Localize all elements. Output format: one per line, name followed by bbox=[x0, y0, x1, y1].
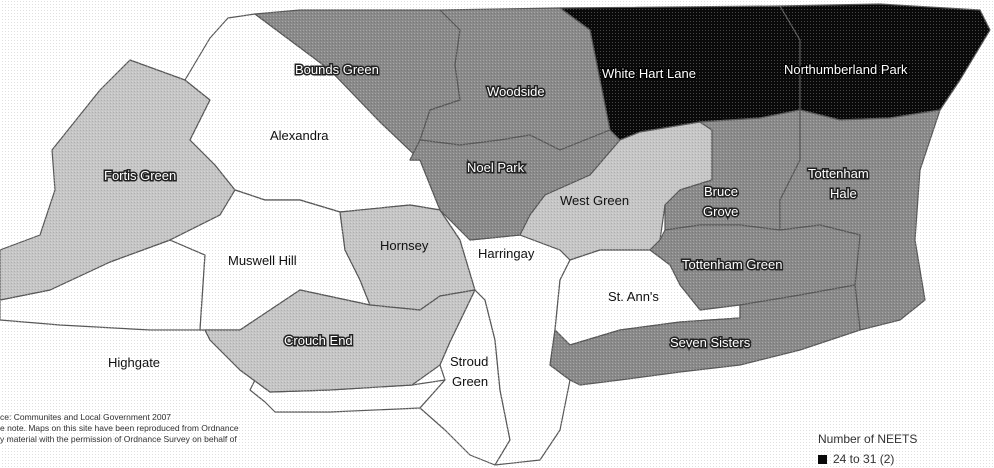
label-bruce: Bruce bbox=[704, 184, 738, 199]
label-west-green: West Green bbox=[560, 193, 629, 208]
source-note: ce: Communites and Local Government 2007… bbox=[0, 412, 360, 445]
label-white-hart-lane: White Hart Lane bbox=[602, 66, 696, 81]
legend: Number of NEETS 24 to 31 (2) bbox=[818, 432, 917, 466]
legend-title: Number of NEETS bbox=[818, 432, 918, 446]
label-fortis-green: Fortis Green bbox=[104, 168, 176, 183]
label-noel-park: Noel Park bbox=[467, 160, 525, 175]
label-bounds-green: Bounds Green bbox=[295, 62, 379, 77]
label-hale: Hale bbox=[830, 186, 857, 201]
label-harringay: Harringay bbox=[478, 246, 535, 261]
label-highgate: Highgate bbox=[108, 355, 160, 370]
label-northumberland-park: Northumberland Park bbox=[784, 62, 908, 77]
label-woodside: Woodside bbox=[487, 84, 545, 99]
label-alexandra: Alexandra bbox=[270, 128, 329, 143]
label-tottenham: Tottenham bbox=[808, 166, 869, 181]
label-grove: Grove bbox=[703, 204, 738, 219]
label-green: Green bbox=[452, 374, 488, 389]
label-seven-sisters: Seven Sisters bbox=[670, 335, 751, 350]
label-crouch-end: Crouch End bbox=[284, 333, 353, 348]
legend-item: 24 to 31 (2) bbox=[818, 452, 917, 466]
label-stroud: Stroud bbox=[450, 354, 488, 369]
label-muswell-hill: Muswell Hill bbox=[228, 253, 297, 268]
source-line-3: y material with the permission of Ordnan… bbox=[0, 434, 237, 444]
label-tottenham-green: Tottenham Green bbox=[682, 257, 782, 272]
source-line-2: e note. Maps on this site have been repr… bbox=[0, 423, 239, 433]
legend-swatch bbox=[818, 454, 827, 464]
legend-item-label: 24 to 31 (2) bbox=[833, 452, 895, 466]
label-st-anns: St. Ann's bbox=[608, 289, 659, 304]
label-hornsey: Hornsey bbox=[380, 238, 429, 253]
source-line-1: ce: Communites and Local Government 2007 bbox=[0, 412, 172, 422]
